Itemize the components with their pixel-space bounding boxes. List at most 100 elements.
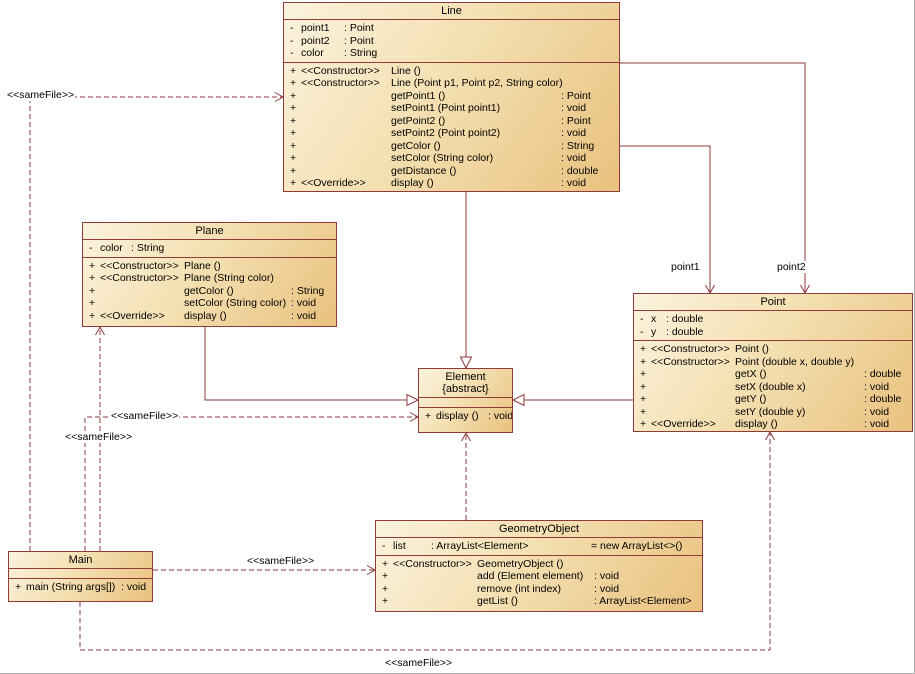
- class-box-plane[interactable]: Plane - color : String + <<Constructor>>…: [82, 222, 337, 327]
- member-type: : String: [291, 284, 325, 297]
- member-name: remove (int index): [477, 582, 562, 595]
- member-visibility: +: [89, 284, 96, 297]
- member-name: point2: [301, 34, 330, 47]
- member-type: : double: [666, 313, 704, 326]
- methods-compartment: + <<Constructor>> Point () + <<Construct…: [634, 340, 912, 431]
- dependency-main-to-point[interactable]: [79, 430, 775, 651]
- member-name: getDistance (): [391, 164, 457, 177]
- member-type: : void: [121, 581, 147, 594]
- class-title: Plane: [195, 225, 224, 237]
- generalization-plane-to-element[interactable]: [204, 327, 418, 400]
- member-visibility: +: [640, 368, 647, 381]
- class-box-geometryobject[interactable]: GeometryObject - list : ArrayList<Elemen…: [375, 520, 703, 612]
- member-row: + setX (double x) : void: [634, 381, 912, 394]
- member-type: : Point: [561, 114, 591, 127]
- member-row: + getPoint2 () : Point: [284, 115, 619, 128]
- member-name: add (Element element): [477, 570, 584, 583]
- member-default: = new ArrayList<>(): [591, 540, 683, 553]
- member-stereotype: <<Constructor>>: [100, 259, 179, 272]
- samefile-label-main-geometryobject: <<sameFile>>: [246, 555, 316, 567]
- member-name: getY (): [735, 393, 767, 406]
- member-name: display (): [184, 309, 227, 322]
- class-title: Point: [760, 296, 786, 308]
- member-visibility: +: [382, 557, 389, 570]
- member-name: getPoint2 (): [391, 114, 446, 127]
- samefile-label-main-line: <<sameFile>>: [6, 89, 76, 101]
- member-type: : double: [561, 164, 599, 177]
- member-type: : void: [561, 152, 587, 165]
- dependency-main-to-element[interactable]: [84, 412, 420, 551]
- member-row: - x : double: [634, 313, 912, 326]
- member-visibility: +: [290, 64, 297, 77]
- member-visibility: +: [290, 177, 297, 190]
- member-visibility: +: [290, 89, 297, 102]
- class-title: Line: [441, 5, 462, 17]
- member-row: + setColor (String color) : void: [83, 297, 336, 310]
- class-box-line[interactable]: Line - point1 : Point - point2 : Point -…: [283, 2, 620, 192]
- member-row: + <<Constructor>> Point (double x, doubl…: [634, 356, 912, 369]
- attributes-compartment: - x : double - y : double: [634, 310, 912, 340]
- samefile-label-main-plane: <<sameFile>>: [64, 431, 134, 443]
- member-type: : void: [291, 297, 317, 310]
- member-visibility: +: [382, 595, 389, 608]
- member-stereotype: <<Constructor>>: [651, 355, 730, 368]
- member-name: setColor (String color): [391, 152, 494, 165]
- member-visibility: +: [290, 164, 297, 177]
- member-visibility: +: [640, 380, 647, 393]
- member-visibility: +: [290, 139, 297, 152]
- member-name: Point (double x, double y): [735, 355, 855, 368]
- member-stereotype: <<Constructor>>: [651, 343, 730, 356]
- member-row: - point2 : Point: [284, 35, 619, 48]
- association-line-point1[interactable]: [620, 145, 715, 295]
- member-visibility: +: [382, 582, 389, 595]
- class-box-main[interactable]: Main + main (String args[]) : void: [8, 551, 153, 602]
- member-visibility: -: [290, 34, 294, 47]
- member-name: setColor (String color): [184, 297, 287, 310]
- member-name: main (String args[]): [26, 581, 116, 594]
- member-visibility: +: [290, 114, 297, 127]
- member-visibility: -: [290, 22, 294, 35]
- member-name: display (): [436, 410, 479, 423]
- attributes-compartment: - list : ArrayList<Element> = new ArrayL…: [376, 537, 702, 555]
- member-row: + getX () : double: [634, 368, 912, 381]
- member-row: + remove (int index) : void: [376, 583, 702, 596]
- member-visibility: -: [640, 325, 644, 338]
- member-visibility: +: [15, 581, 22, 594]
- member-row: + getColor () : String: [83, 285, 336, 298]
- member-visibility: +: [640, 343, 647, 356]
- member-type: : void: [561, 102, 587, 115]
- member-name: getX (): [735, 368, 767, 381]
- member-type: : void: [864, 380, 890, 393]
- member-name: color: [100, 242, 123, 255]
- methods-compartment: + <<Constructor>> GeometryObject () + ad…: [376, 554, 702, 612]
- class-box-point[interactable]: Point - x : double - y : double + <<Cons…: [633, 293, 913, 432]
- member-visibility: +: [89, 309, 96, 322]
- member-visibility: +: [425, 410, 432, 423]
- member-row: + getDistance () : double: [284, 165, 619, 178]
- member-type: : void: [561, 177, 587, 190]
- member-stereotype: <<Constructor>>: [301, 64, 380, 77]
- member-stereotype: <<Constructor>>: [393, 557, 472, 570]
- member-type: : ArrayList<Element>: [431, 540, 529, 553]
- member-row: + getPoint1 () : Point: [284, 90, 619, 103]
- member-row: + <<Constructor>> Line (): [284, 65, 619, 78]
- member-visibility: +: [640, 418, 647, 431]
- samefile-label-main-element: <<sameFile>>: [110, 410, 180, 422]
- attributes-compartment: [9, 568, 152, 578]
- member-type: : void: [488, 410, 513, 423]
- member-row: + <<Constructor>> Line (Point p1, Point …: [284, 77, 619, 90]
- member-name: y: [651, 325, 657, 338]
- member-name: getColor (): [184, 284, 234, 297]
- member-name: setY (double y): [735, 405, 806, 418]
- association-line-point2[interactable]: [620, 62, 810, 295]
- member-name: Line (Point p1, Point p2, String color): [391, 77, 563, 90]
- member-visibility: -: [290, 47, 294, 60]
- member-stereotype: <<Override>>: [100, 309, 165, 322]
- member-row: - y : double: [634, 326, 912, 339]
- member-row: + <<Override>> display () : void: [284, 177, 619, 190]
- member-visibility: -: [382, 540, 386, 553]
- class-box-element[interactable]: Element {abstract} + display () : void: [418, 368, 513, 433]
- member-name: getPoint1 (): [391, 89, 446, 102]
- member-row: + <<Constructor>> Plane (): [83, 260, 336, 273]
- member-name: Line (): [391, 64, 421, 77]
